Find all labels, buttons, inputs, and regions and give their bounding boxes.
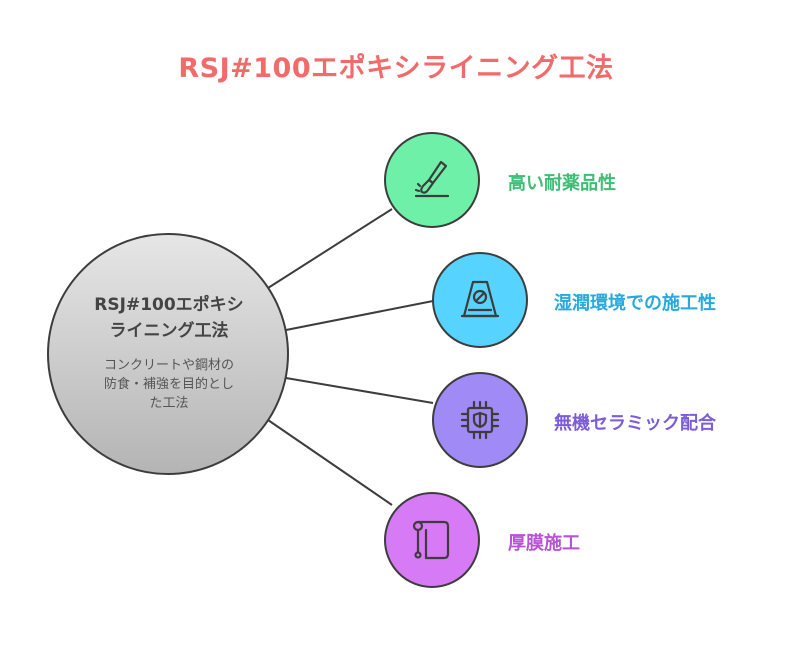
connector-line-4 [267, 419, 393, 506]
spatula-icon [414, 160, 450, 198]
node-circle-4 [384, 492, 480, 588]
center-desc-line-3: た工法 [149, 396, 189, 411]
wet-floor-sign-icon [460, 280, 500, 318]
node-circle-2 [432, 252, 528, 348]
node-label-3: 無機セラミック配合 [554, 413, 716, 434]
center-title-line-2: ライニング工法 [109, 321, 229, 341]
node-label-2: 湿潤環境での施工性 [554, 293, 716, 314]
microchip-shield-icon [460, 400, 500, 440]
page-title: RSJ#100エポキシライニング工法 [178, 53, 614, 84]
center-description: コンクリートや鋼材の 防食・補強を目的とし た工法 [64, 356, 274, 413]
node-circle-1 [384, 132, 480, 228]
node-label-1: 高い耐薬品性 [508, 173, 616, 194]
node-label-4: 厚膜施工 [508, 533, 580, 554]
connector-line-3 [285, 377, 434, 404]
center-desc-line-2: 防食・補強を目的とし [103, 377, 234, 392]
center-circle [47, 233, 289, 475]
center-desc-line-1: コンクリートや鋼材の [103, 358, 234, 373]
center-title-line-1: RSJ#100エポキシ [94, 295, 244, 315]
center-title: RSJ#100エポキシ ライニング工法 [64, 292, 274, 344]
connector-line-2 [285, 300, 434, 331]
center-topic: RSJ#100エポキシ ライニング工法 コンクリートや鋼材の 防食・補強を目的と… [64, 292, 274, 413]
connector-line-1 [267, 208, 393, 289]
scroll-icon [412, 520, 450, 560]
